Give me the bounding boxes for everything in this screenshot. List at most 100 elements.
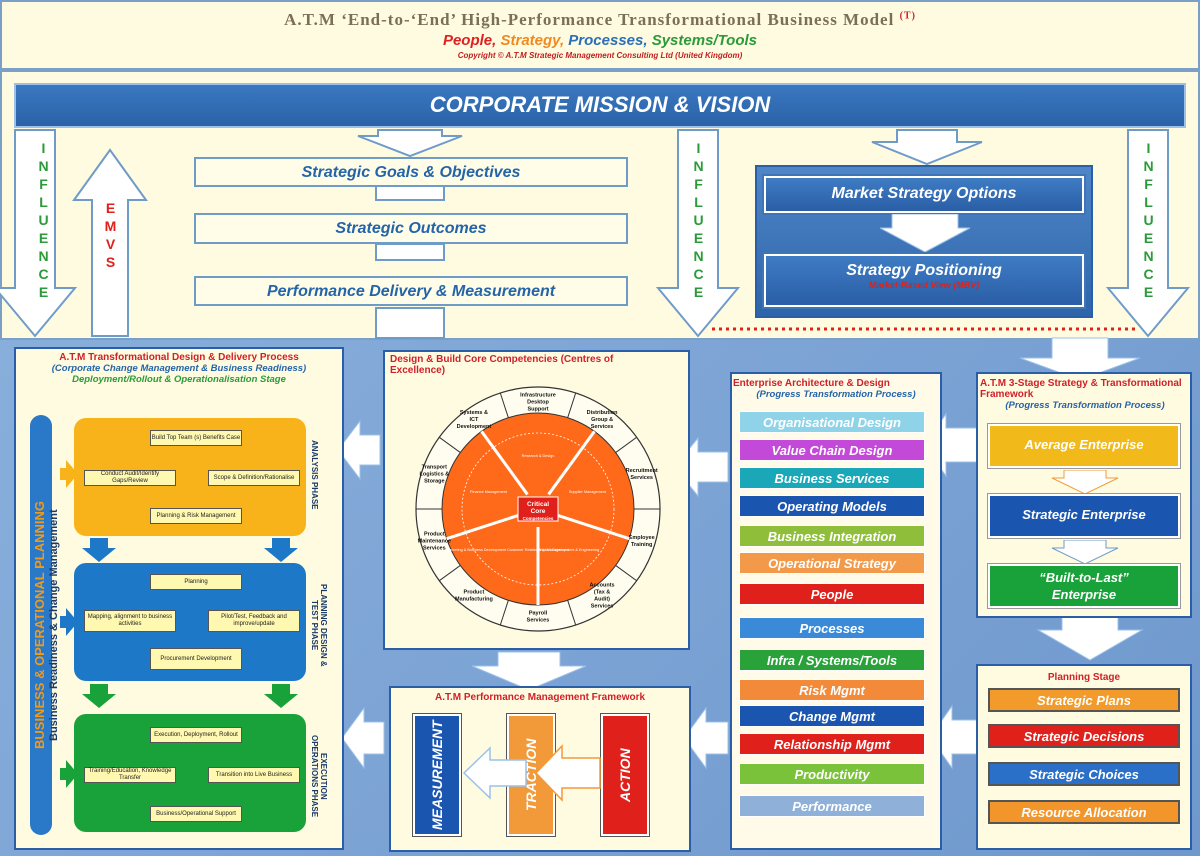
delivery-title: A.T.M Transformational Design & Delivery… xyxy=(59,352,299,363)
planning-box-4: Procurement Development xyxy=(150,648,242,670)
delivery-subtitle: (Corporate Change Management & Business … xyxy=(51,363,307,374)
enterprise-item: Business Integration xyxy=(739,525,925,547)
down-arrow-mission-market xyxy=(871,129,983,166)
enterprise-item: Infra / Systems/Tools xyxy=(739,649,925,671)
strategy-positioning-box: Strategy Positioning Market-Based View (… xyxy=(764,254,1084,307)
strategic-goals-box: Strategic Goals & Objectives xyxy=(194,157,628,187)
execution-box-4: Business/Operational Support xyxy=(150,806,242,822)
wheel-divider xyxy=(567,392,577,418)
wheel-divider xyxy=(439,436,461,453)
enterprise-item: Change Mgmt xyxy=(739,705,925,727)
goal-connector-1 xyxy=(375,185,445,201)
subtitle-people: People, xyxy=(442,32,497,49)
strategy-positioning-label: Strategy Positioning xyxy=(846,262,1002,279)
stage-arrow-1 xyxy=(1051,470,1119,495)
wheel-core-label: Research & Design xyxy=(522,454,555,458)
action-bar: ACTION xyxy=(601,714,649,836)
market-strategy-options: Market Strategy Options xyxy=(764,176,1084,213)
planning-stage-item: Strategic Choices xyxy=(988,762,1180,786)
down-arrow-2b xyxy=(264,684,298,708)
side-band xyxy=(30,415,52,835)
pm-arrows xyxy=(462,744,601,802)
wheel-divider xyxy=(615,565,637,582)
stage-average-enterprise: Average Enterprise xyxy=(988,424,1180,468)
page-title: A.T.M ‘End-to-‘End’ High-Performance Tra… xyxy=(284,10,895,29)
enterprise-item: Business Services xyxy=(739,467,925,489)
execution-box-3: Transition into Live Business xyxy=(208,767,300,783)
planning-box-2: Mapping, alignment to business activitie… xyxy=(84,610,176,632)
emvs-text: EMVS xyxy=(102,200,119,272)
planning-stage-title: Planning Stage xyxy=(1047,672,1121,683)
wheel-divider xyxy=(499,392,509,418)
side-arrow-2 xyxy=(60,608,78,636)
mission-banner: CORPORATE MISSION & VISION xyxy=(14,83,1186,128)
arrow-pm-to-delivery xyxy=(341,706,385,770)
stage-built-to-last-line1: “Built-to-Last” xyxy=(1039,570,1129,585)
influence-label-left: INFLUENCE xyxy=(33,140,53,307)
influence-arrow-left xyxy=(0,129,78,338)
wheel-center-label: Competencies xyxy=(523,516,554,521)
subtitle-processes: Processes, xyxy=(568,32,648,49)
competency-title: Design & Build Core Competencies (Centre… xyxy=(390,354,614,376)
stage-arrow-2 xyxy=(1051,540,1119,565)
wheel-inner-ring xyxy=(461,432,615,586)
wheel-divider xyxy=(615,436,637,453)
influence-arrow-middle xyxy=(655,129,741,338)
wheel-core-label: Product Development & Engineering xyxy=(538,548,599,552)
wheel-center-label: Core xyxy=(531,508,546,515)
measurement-bar: MEASUREMENT xyxy=(413,714,461,836)
influence-text: INFLUENCE xyxy=(690,140,707,302)
wheel-core-divider xyxy=(446,513,522,541)
side-arrow-3 xyxy=(60,760,78,788)
strategic-outcomes-box: Strategic Outcomes xyxy=(194,213,628,244)
wheel-core-label: Marketing & Business Development Custome… xyxy=(446,548,570,552)
execution-box-2: Training/Education, Knowledge Transfer xyxy=(84,767,176,783)
copyright: Copyright © A.T.M Strategic Management C… xyxy=(457,51,743,60)
wheel-core-label: Finance Management xyxy=(470,490,508,494)
analysis-box-2: Conduct Audit/Identify Gaps/Review xyxy=(84,470,176,486)
side-arrow-1 xyxy=(60,460,78,488)
enterprise-item: Processes xyxy=(739,617,925,639)
stage3-subtitle: (Progress Transformation Process) xyxy=(1005,400,1165,411)
arrow-to-3stage xyxy=(1019,337,1141,381)
wheel-core-label: Supplier Management xyxy=(569,490,607,494)
wheel-center-box xyxy=(517,496,559,522)
enterprise-item: Value Chain Design xyxy=(739,439,925,461)
influence-text: INFLUENCE xyxy=(1140,140,1157,302)
enterprise-item: Productivity xyxy=(739,763,925,785)
stage-strategic-enterprise: Strategic Enterprise xyxy=(988,494,1180,538)
enterprise-item: People xyxy=(739,583,925,605)
wheel-divider xyxy=(439,565,461,582)
analysis-box-1: Build Top Team (s) Benefits Case xyxy=(150,430,242,446)
wheel-core-divider xyxy=(547,430,596,496)
planning-stage-item: Resource Allocation xyxy=(988,800,1180,824)
enterprise-subtitle: (Progress Transformation Process) xyxy=(756,389,916,400)
arrow-competency-to-delivery xyxy=(337,419,381,481)
execution-box-1: Execution, Deployment, Rollout xyxy=(150,727,242,743)
wheel-segment-label: Accounts(Tax &Audit)Services xyxy=(590,583,615,610)
stage-built-to-last: “Built-to-Last” Enterprise xyxy=(988,564,1180,608)
influence-arrow-right xyxy=(1105,129,1191,338)
analysis-box-4: Planning & Risk Management xyxy=(150,508,242,524)
enterprise-item: Performance xyxy=(739,795,925,817)
down-arrow-2a xyxy=(82,684,116,708)
enterprise-item: Operational Strategy xyxy=(739,552,925,574)
down-arrow-mission-goals xyxy=(357,129,463,158)
down-arrow-1a xyxy=(82,538,116,562)
subtitle-systems: Systems/Tools xyxy=(651,32,758,49)
planning-box-3: Pilot/Test, Feedback and improve/update xyxy=(208,610,300,632)
subtitle: People, Strategy, Processes, Systems/Too… xyxy=(2,32,1198,49)
subtitle-strategy: Strategy, xyxy=(500,32,565,49)
performance-title: A.T.M Performance Management Framework xyxy=(434,692,646,703)
wheel-core-divider xyxy=(480,430,529,496)
execution-label: EXECUTION OPERATIONS PHASE xyxy=(310,734,328,818)
enterprise-item: Organisational Design xyxy=(739,411,925,433)
enterprise-item: Relationship Mgmt xyxy=(739,733,925,755)
